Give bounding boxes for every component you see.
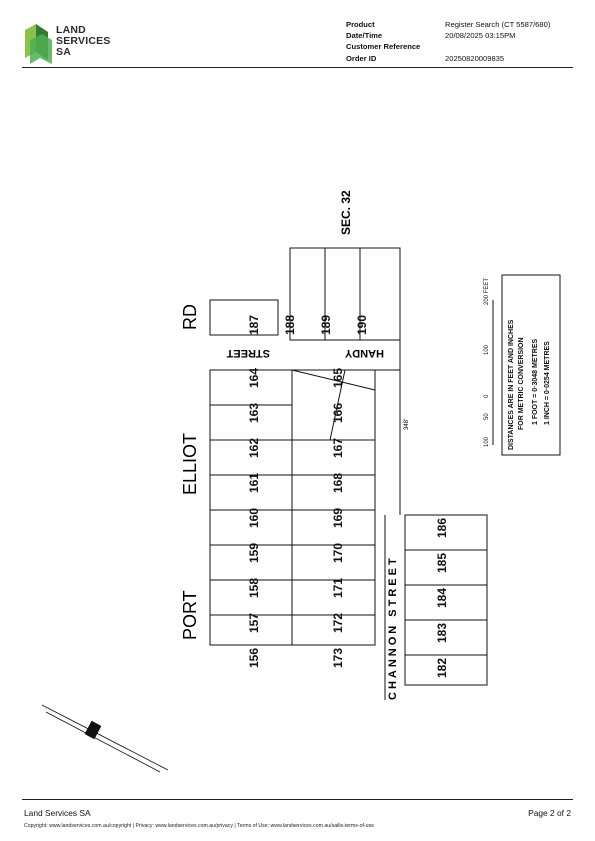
street-label-rd: RD: [180, 304, 200, 330]
lot-168: 168: [331, 473, 345, 493]
scale-tick-100a: 100: [484, 436, 490, 447]
logo-text: LAND SERVICES SA: [56, 24, 111, 58]
lot-162: 162: [247, 438, 261, 458]
value-datetime: 20/08/2025 03:15PM: [445, 31, 516, 41]
scale-tick-50: 50: [484, 413, 490, 420]
footer-copyright: Copyright: www.landservices.com.au/copyr…: [24, 823, 374, 829]
scale-tick-200: 200 FEET: [484, 278, 490, 305]
lot-165: 165: [331, 368, 345, 388]
dim-348: 348': [404, 419, 410, 430]
value-product: Register Search (CT 5587/680): [445, 20, 551, 29]
land-services-logo-icon: [25, 24, 52, 64]
lot-190: 190: [355, 315, 369, 335]
lot-188: 188: [283, 315, 297, 335]
footer-org: Land Services SA: [24, 808, 91, 818]
label-order-id: Order ID: [346, 53, 377, 63]
scale-line1: DISTANCES ARE IN FEET AND INCHES: [508, 319, 515, 450]
lot-185: 185: [435, 553, 449, 573]
scale-line4: 1 INCH = 0·0254 METRES: [544, 341, 551, 425]
lot-183: 183: [435, 623, 449, 643]
lot-173: 173: [331, 648, 345, 668]
lot-189: 189: [319, 315, 333, 335]
scale-box: [501, 274, 561, 456]
lot-160: 160: [247, 508, 261, 528]
scale-tick-0: 0: [484, 394, 490, 398]
value-order-id: 20250820009835: [445, 53, 505, 63]
footer-page-number: Page 2 of 2: [528, 808, 571, 818]
section-label: SEC. 32: [339, 190, 353, 235]
lot-159: 159: [247, 543, 261, 563]
lot-156: 156: [247, 648, 261, 668]
lot-182: 182: [435, 658, 449, 678]
lot-163: 163: [247, 403, 261, 423]
label-customer-ref: Customer Reference: [346, 42, 421, 52]
label-product: Product: [346, 20, 375, 29]
lot-171: 171: [331, 578, 345, 598]
header-divider: [22, 67, 573, 68]
street-label-channon: CHANNON STREET: [387, 555, 399, 700]
scale-line3: 1 FOOT = 0·3048 METRES: [532, 339, 539, 425]
lot-187: 187: [247, 315, 261, 335]
header-labels: Product Date/Time Customer Reference Ord…: [346, 19, 420, 64]
lot-158: 158: [247, 578, 261, 598]
lot-169: 169: [331, 508, 345, 528]
scale-tick-100b: 100: [484, 344, 490, 355]
footer-divider: [22, 799, 573, 800]
lot-161: 161: [247, 473, 261, 493]
lot-170: 170: [331, 543, 345, 563]
lot-184: 184: [435, 588, 449, 608]
street-label-elliot: ELLIOT: [180, 433, 200, 495]
label-datetime: Date/Time: [346, 31, 383, 41]
lot-172: 172: [331, 613, 345, 633]
street-label-handy: HANDY: [344, 347, 384, 359]
lot-186: 186: [435, 518, 449, 538]
scale-line2: FOR METRIC CONVERSION: [518, 337, 525, 430]
lot-164: 164: [247, 368, 261, 388]
lot-166: 166: [331, 403, 345, 423]
street-label-port: PORT: [180, 590, 200, 640]
street-label-street: STREET: [226, 347, 270, 359]
header-values: Register Search (CT 5587/680) 20/08/2025…: [445, 19, 550, 64]
lot-157: 157: [247, 613, 261, 633]
lot-167: 167: [331, 438, 345, 458]
